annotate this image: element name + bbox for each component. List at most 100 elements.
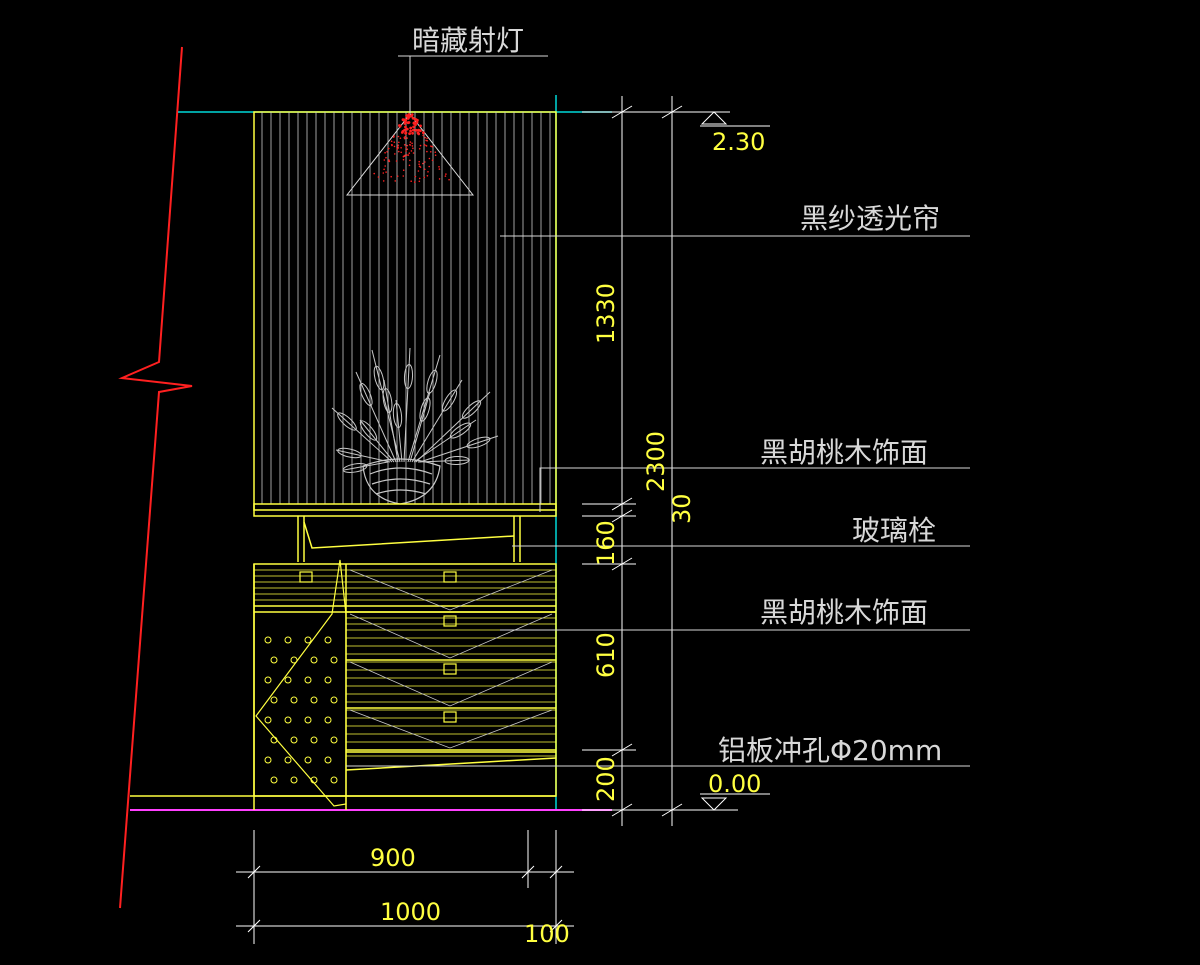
beam-dot (422, 134, 425, 137)
perforation-hole (284, 636, 292, 644)
beam-dot (396, 175, 399, 177)
perforation-hole (264, 716, 272, 724)
perforation-hole (330, 696, 338, 704)
beam-dot (410, 180, 413, 182)
drawer-grain-line (349, 661, 553, 707)
annotation-texts: 暗藏射灯 黑纱透光帘 黑胡桃木饰面 玻璃栓 黑胡桃木饰面 铝板冲孔Φ20mm (412, 24, 942, 767)
beam-dot (408, 152, 411, 154)
plant-stem (413, 419, 477, 463)
perforation-hole (304, 756, 312, 764)
beam-dot (402, 175, 405, 177)
beam-dot (403, 118, 406, 122)
dim-plinth-height: 200 (592, 756, 620, 802)
beam-dot (405, 146, 407, 149)
aluminum-panel-label: 铝板冲孔Φ20mm (718, 734, 942, 767)
beam-dot (401, 130, 405, 133)
beam-dot (412, 128, 415, 132)
beam-dot (425, 139, 427, 142)
beam-dot (444, 175, 447, 177)
plant-stem (383, 379, 399, 463)
vertical-dimension-chain (582, 96, 686, 826)
perforation-holes (264, 636, 338, 784)
perforation-hole (310, 776, 318, 784)
perforation-hole (310, 736, 318, 744)
beam-dot (410, 150, 413, 152)
dim-inner-width: 900 (370, 844, 416, 872)
plant-stem (415, 391, 491, 463)
beam-dot (434, 154, 437, 156)
beam-dot (445, 173, 447, 175)
glass-pin-label: 玻璃栓 (852, 514, 936, 547)
plant-stem (409, 391, 431, 463)
beam-dot (412, 147, 414, 150)
beam-dot (404, 125, 407, 129)
plant-leaf (337, 447, 362, 459)
plant-stem (371, 349, 401, 463)
beam-dot (385, 156, 387, 159)
beam-dot (411, 142, 413, 145)
spotlight-beam (373, 113, 450, 183)
beam-dot (403, 122, 407, 125)
beam-dot (393, 141, 396, 143)
perforation-hole (324, 636, 332, 644)
beam-dot (403, 136, 406, 139)
perforated-aluminum-panel (255, 559, 347, 807)
beam-dot (397, 150, 400, 153)
top-level-text: 2.30 (712, 128, 765, 156)
beam-dot (419, 144, 422, 147)
level-texts: 2.30 0.00 (708, 128, 765, 798)
walnut-top-label: 黑胡桃木饰面 (760, 436, 928, 469)
annotation-leaders (346, 55, 970, 767)
perforation-hole (324, 716, 332, 724)
beam-dot (419, 124, 422, 128)
beam-dot (418, 180, 421, 183)
beam-dot (434, 151, 437, 153)
beam-dot (426, 137, 428, 140)
beam-dot (396, 148, 399, 150)
perforation-hole (290, 736, 298, 744)
beam-dot (415, 128, 418, 132)
beam-dot (407, 113, 411, 116)
floor-level-text: 0.00 (708, 770, 761, 798)
beam-dot (393, 145, 396, 148)
plant-leaf (466, 436, 491, 449)
plant-stem (343, 461, 389, 471)
beam-dot (408, 164, 411, 167)
beam-dot (409, 114, 413, 118)
perforation-hole (304, 716, 312, 724)
plant-leaf (403, 364, 414, 389)
beam-dot (409, 141, 412, 143)
plant-leaves (331, 347, 499, 473)
horizontal-dimensions (236, 830, 574, 944)
beam-dot (406, 148, 409, 150)
perforation-hole (284, 756, 292, 764)
beam-dot (424, 168, 426, 171)
beam-dot (427, 171, 429, 173)
beam-dot (418, 160, 421, 163)
beam-dot (409, 159, 411, 162)
beam-dot (382, 172, 385, 174)
perforation-hole (264, 756, 272, 764)
beam-dot (438, 178, 441, 180)
beam-dot (394, 153, 396, 155)
beam-dot (413, 181, 416, 183)
plant-leaf (441, 389, 458, 412)
beam-dot (399, 137, 402, 139)
beam-dot (407, 154, 410, 156)
beam-dot (425, 144, 427, 147)
beam-dot (438, 168, 441, 170)
perforation-hole (310, 656, 318, 664)
plant-leaf (337, 412, 357, 431)
plant-leaf (342, 463, 368, 473)
beam-dot (383, 168, 385, 171)
walnut-shelf (253, 503, 557, 562)
curtain-label: 黑纱透光帘 (800, 202, 940, 235)
drawer-grain-line (349, 709, 553, 749)
plant-stem (335, 449, 391, 463)
plant-stem (331, 407, 393, 463)
beam-dot (431, 159, 434, 161)
beam-dot (409, 129, 412, 133)
dim-outer-width: 1000 (380, 898, 441, 926)
beam-dot (406, 137, 408, 139)
